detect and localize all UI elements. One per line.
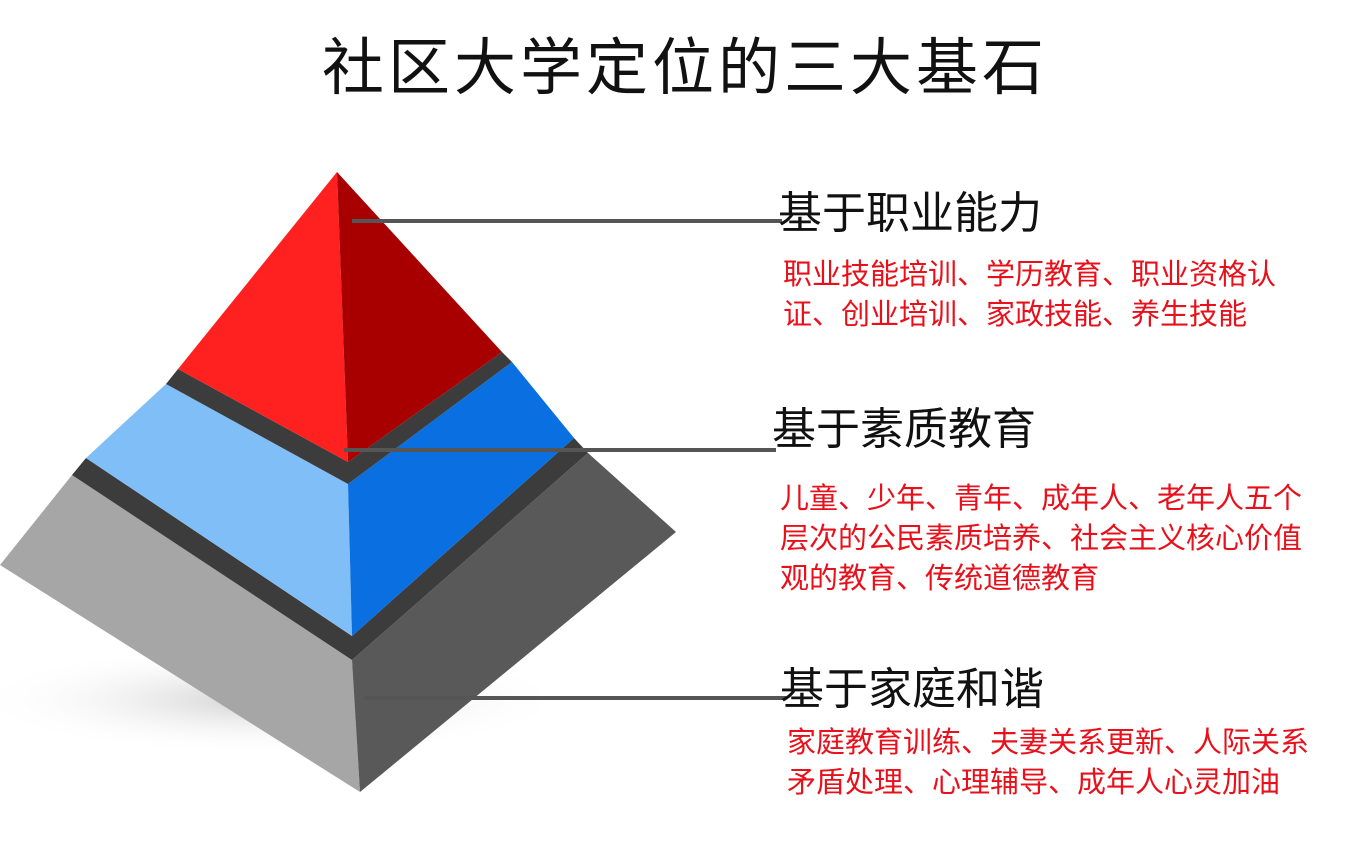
divider-upper-left <box>166 369 348 484</box>
divider-lower-right <box>352 438 588 660</box>
middle-tier-right-face <box>348 362 574 636</box>
top-tier-left-face <box>178 172 348 462</box>
middle-tier-left-face <box>86 384 352 636</box>
tier-description-top: 职业技能培训、学历教育、职业资格认证、创业培训、家政技能、养生技能 <box>783 257 1277 331</box>
divider-lower-left <box>72 458 352 660</box>
top-tier-right-face <box>337 172 502 462</box>
page-title: 社区大学定位的三大基石 <box>321 31 1048 104</box>
tier-description-bottom: 家庭教育训练、夫妻关系更新、人际关系矛盾处理、心理辅导、成年人心灵加油 <box>787 725 1310 799</box>
bottom-tier-left-face <box>0 475 360 792</box>
tier-description-middle: 儿童、少年、青年、成年人、老年人五个层次的公民素质培养、社会主义核心价值观的教育… <box>780 481 1303 595</box>
tier-heading-middle: 基于素质教育 <box>772 404 1036 455</box>
bottom-tier-right-face <box>352 453 676 792</box>
tier-heading-top: 基于职业能力 <box>778 188 1042 239</box>
tier-heading-bottom: 基于家庭和谐 <box>780 664 1044 715</box>
